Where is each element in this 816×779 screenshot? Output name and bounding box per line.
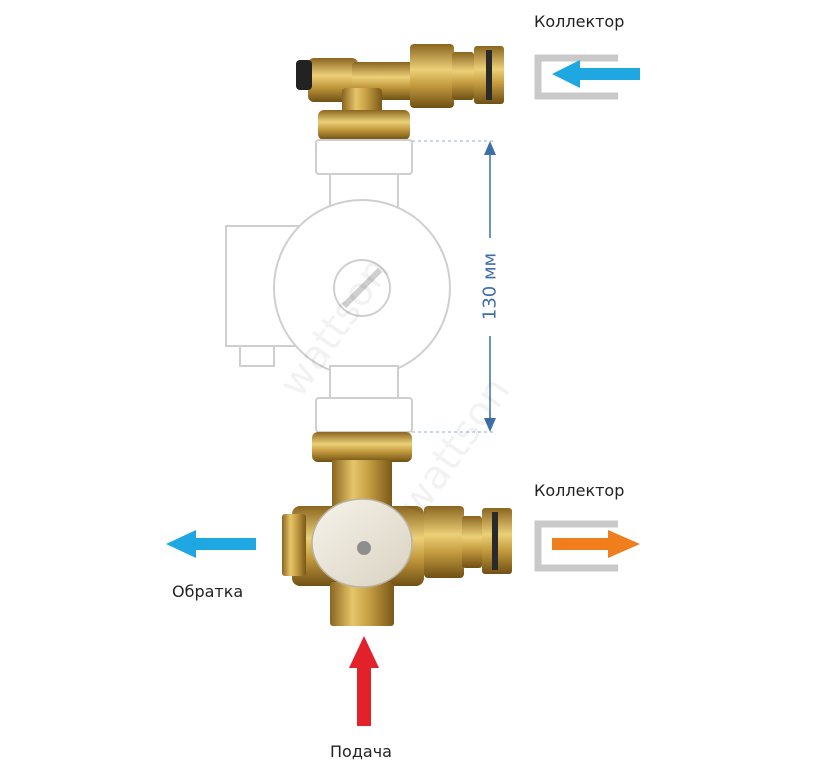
supply-arrow-shaft [357,664,371,726]
pump-bottom-neck [329,365,399,399]
thermostatic-head-screw [357,541,371,555]
supply-arrow-head [349,636,379,668]
pump-top-flange [315,139,413,175]
return-arrow-head [166,530,196,558]
return-arrow [166,530,256,558]
pump-slot [341,267,383,309]
label-return: Обратка [172,582,244,601]
mixing-valve-left-thread [282,514,306,576]
mixing-valve-oring [492,512,498,570]
collector-bottom-arrow-head [608,530,640,558]
mixing-valve [282,432,512,626]
supply-arrow [349,636,379,726]
pump-terminal-foot [239,345,275,367]
collector-bottom-arrow-shaft [552,538,610,550]
dimension-label: 130 мм [479,252,501,321]
label-supply: Подача [330,742,392,761]
collector-bottom-symbol [534,520,640,572]
dimension-line [484,141,496,432]
mixing-valve-right-thread [462,516,482,568]
collector-top-arrow-head [552,60,580,88]
pump-bottom-flange [315,397,413,433]
collector-top-bracket [534,54,618,100]
pump [225,139,451,433]
label-collector-bottom: Коллектор [534,481,625,500]
dimension-arrowhead-top [484,141,496,155]
label-collector-top: Коллектор [534,12,625,31]
top-valve-union-nut [318,110,410,140]
mixing-valve-union-nut [312,432,412,462]
top-valve-oring [486,50,492,100]
top-valve-plug [296,60,312,90]
dimension-extension-lines [412,140,496,433]
top-valve-thread [452,52,474,100]
collector-bottom-bracket [534,520,618,572]
collector-top-symbol [534,54,640,100]
mixing-valve-right-nut [424,506,464,578]
mixing-valve-bottom-thread [330,582,394,626]
top-valve-nut [410,44,454,108]
collector-top-arrow-shaft [576,68,640,80]
return-arrow-shaft [190,538,256,550]
dimension-arrowhead-bottom [484,418,496,432]
top-valve [296,44,504,140]
